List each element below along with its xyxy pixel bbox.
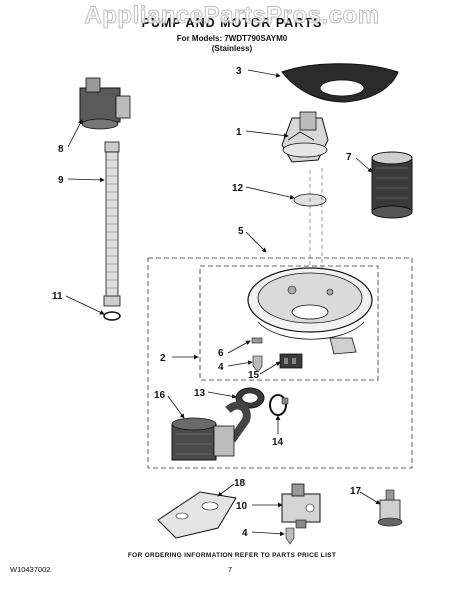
part-11-hose-clamp <box>103 311 121 321</box>
callout-6: 6 <box>218 348 224 359</box>
callout-1: 1 <box>236 127 242 138</box>
callout-4-upper: 4 <box>218 362 224 373</box>
part-5-sump-housing <box>247 267 373 355</box>
part-18-cover-plate <box>157 491 237 539</box>
sump-assembly-inner-box <box>199 265 379 381</box>
document-number: W10437002 <box>10 565 51 574</box>
callout-14: 14 <box>272 437 284 448</box>
part-7-fine-filter <box>371 151 413 219</box>
callout-13: 13 <box>194 388 206 399</box>
callout-12: 12 <box>232 183 244 194</box>
callout-7: 7 <box>346 152 352 163</box>
part-15-connector <box>279 353 303 369</box>
callout-2: 2 <box>160 353 166 364</box>
site-watermark: AppliancePartsPros.com <box>84 2 380 30</box>
callout-leader-lines <box>65 69 381 537</box>
part-6-clip <box>251 337 263 344</box>
diagram-title: PUMP AND MOTOR PARTS <box>141 16 323 30</box>
callout-5: 5 <box>238 226 244 237</box>
callout-3: 3 <box>236 66 242 77</box>
part-9-drain-hose <box>103 141 121 307</box>
part-16-pump-motor <box>171 401 251 461</box>
sump-assembly-outer-box <box>147 257 413 469</box>
callout-10: 10 <box>236 501 248 512</box>
page-number: 7 <box>228 565 233 574</box>
ordering-note: FOR ORDERING INFORMATION REFER TO PARTS … <box>127 552 337 559</box>
callout-8: 8 <box>58 144 64 155</box>
part-10-diverter-motor <box>281 483 321 529</box>
models-line: For Models: 7WDT790SAYM0 <box>176 34 288 43</box>
part-14-clamp <box>269 394 289 416</box>
callout-9: 9 <box>58 175 64 186</box>
callout-17: 17 <box>350 486 362 497</box>
variant-line: (Stainless) <box>211 44 253 53</box>
callout-11: 11 <box>52 291 63 302</box>
callout-16: 16 <box>154 390 166 401</box>
part-17-sensor <box>377 489 403 527</box>
callout-18: 18 <box>234 478 246 489</box>
callout-15: 15 <box>248 370 260 381</box>
part-8-drain-pump <box>79 77 131 130</box>
part-4-screw-lower <box>285 527 295 545</box>
callout-4-lower: 4 <box>242 528 248 539</box>
part-1-chopper-assembly <box>281 111 329 163</box>
part-3-filter-cover <box>281 63 399 103</box>
part-4-screw <box>252 355 263 373</box>
